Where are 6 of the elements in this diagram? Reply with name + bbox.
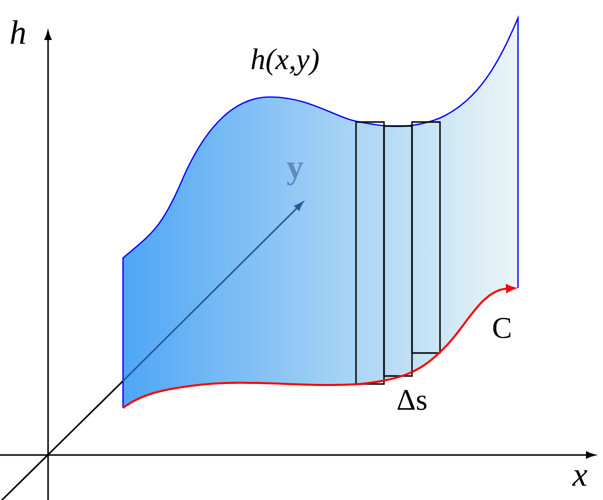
function-label: h(x,y)	[252, 48, 319, 76]
arc-length-label: Δs	[398, 390, 426, 410]
axis-label: x	[572, 470, 588, 486]
curve-label: C	[493, 318, 510, 338]
axis-label: y	[286, 162, 304, 186]
axis-label: h	[10, 20, 26, 44]
